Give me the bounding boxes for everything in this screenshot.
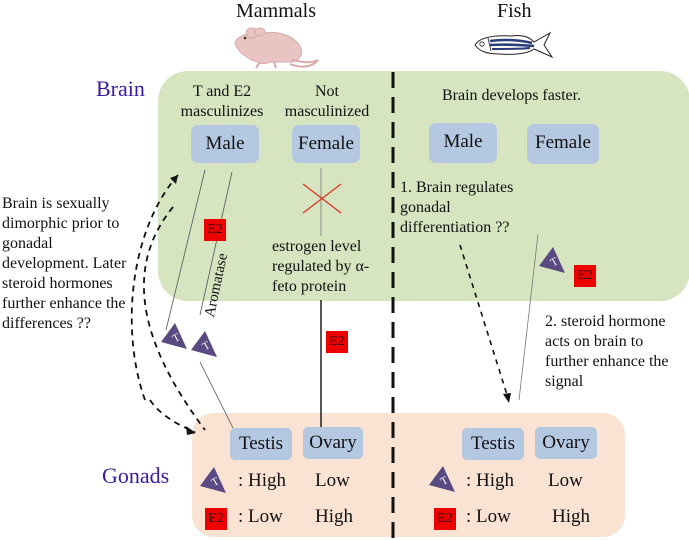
e2-legend-fish: E2 (434, 508, 456, 530)
male-line-1 (165, 169, 206, 331)
mammal-e2-testis: : Low (238, 506, 283, 527)
zebrafish-icon (474, 31, 554, 59)
male-note: T and E2 masculinizes (180, 83, 264, 120)
mouse-icon (234, 27, 319, 69)
mammal-female-box: Female (292, 125, 360, 163)
fish-male-box: Male (429, 123, 497, 163)
fish-gonad-to-brain-line (518, 233, 539, 401)
e2-brain-mammal: E2 (204, 219, 226, 241)
estrogen-note: estrogen level regulated by α-feto prote… (272, 238, 370, 295)
brain-to-gonad-arrow-long (143, 206, 206, 431)
gonads-label: Gonads (102, 463, 170, 488)
e2-legend-mammal: E2 (205, 508, 227, 530)
inhibition-x-2 (302, 183, 342, 214)
fish-note-1: 1. Brain regulates gonadal differentiati… (400, 179, 514, 236)
mammal-male-box: Male (191, 125, 259, 163)
mammal-t-ovary: Low (315, 470, 350, 491)
male-line-2 (199, 171, 233, 316)
mammal-testis-box: Testis (230, 428, 292, 460)
fish-header-note: Brain develops faster. (442, 87, 582, 104)
testosterone-icon: T (429, 466, 455, 492)
mammals-title: Mammals (236, 0, 316, 22)
testosterone-icon: T (200, 467, 226, 493)
fish-e2-testis: : Low (466, 506, 511, 527)
mammal-e2-ovary: High (315, 506, 353, 527)
fish-t-ovary: Low (548, 470, 583, 491)
brain-label: Brain (96, 76, 145, 101)
fish-ovary-box: Ovary (535, 427, 597, 459)
fish-testis-box: Testis (462, 428, 524, 460)
testosterone-icon: T (191, 331, 217, 357)
brain-panel (158, 71, 689, 301)
e2-brain-fish: E2 (574, 265, 596, 287)
female-note: Not masculinized (284, 83, 370, 120)
mammal-ovary-box: Ovary (303, 427, 363, 459)
mammal-left-note: Brain is sexually dimorphic prior to gon… (2, 195, 127, 332)
fish-t-testis: : High (466, 470, 515, 491)
fish-brain-to-gonad-arrow (459, 244, 509, 399)
testosterone-icon: T (161, 323, 187, 349)
testis-line (199, 361, 234, 429)
mammal-t-testis: : High (238, 470, 287, 491)
brain-to-gonad-arrow (149, 399, 196, 433)
fish-e2-ovary: High (552, 506, 590, 527)
e2-blood-mammal: E2 (326, 331, 348, 353)
fish-female-box: Female (527, 124, 599, 164)
fish-title: Fish (497, 0, 532, 22)
testosterone-icon: T (539, 247, 565, 273)
fish-note-2: 2. steroid hormone acts on brain to furt… (545, 313, 669, 390)
